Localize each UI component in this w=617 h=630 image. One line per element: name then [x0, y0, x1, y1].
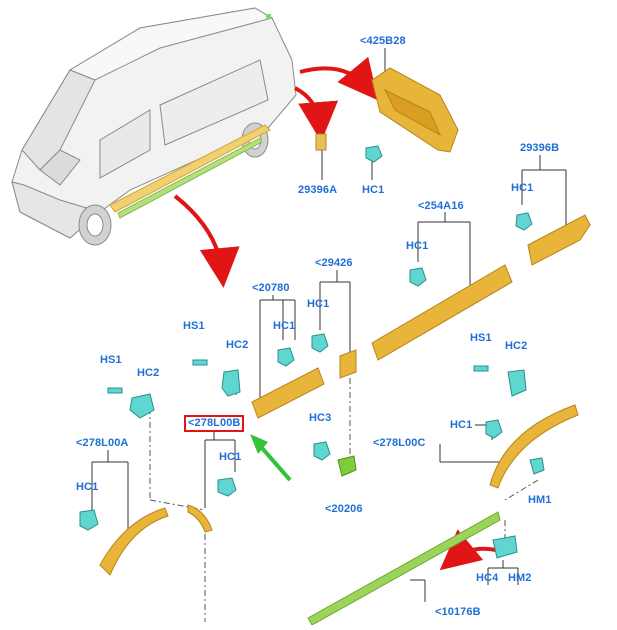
screw-icon — [192, 359, 208, 366]
moulding-parts — [99, 67, 591, 576]
screw-icon — [473, 365, 489, 372]
part-label-hc1-mid-a[interactable]: HC1 — [406, 240, 429, 252]
screw-icons — [107, 359, 489, 394]
red-callout-arrows — [173, 56, 497, 571]
bracket-29396a — [315, 133, 327, 151]
clip-icon — [313, 441, 331, 461]
part-label-hc1-278c[interactable]: HC1 — [450, 419, 473, 431]
part-label-hc3[interactable]: HC3 — [309, 412, 332, 424]
clip-icon — [529, 457, 545, 475]
part-label-425b28[interactable]: <425B28 — [360, 35, 406, 47]
part-label-hs1-right[interactable]: HS1 — [470, 332, 492, 344]
part-label-278l00b-highlighted[interactable]: <278L00B — [183, 415, 245, 432]
part-label-hc1-278a[interactable]: HC1 — [76, 481, 99, 493]
front-side-moulding — [251, 367, 325, 419]
part-label-278l00a[interactable]: <278L00A — [76, 437, 129, 449]
van-illustration — [11, 7, 297, 246]
clip-icon — [485, 419, 503, 439]
part-label-hc1-top[interactable]: HC1 — [362, 184, 385, 196]
clip-icon — [507, 369, 527, 397]
clip-icons — [79, 145, 545, 559]
green-pointer-arrow — [250, 434, 292, 482]
part-label-29426[interactable]: <29426 — [315, 257, 353, 269]
part-label-29396a[interactable]: 29396A — [298, 184, 338, 196]
part-label-20780[interactable]: <20780 — [252, 282, 290, 294]
clip-icon — [217, 477, 237, 497]
part-label-hc2-right[interactable]: HC2 — [505, 340, 528, 352]
clip-icon — [129, 393, 155, 419]
part-label-hs1-far[interactable]: HS1 — [100, 354, 122, 366]
wheel-arch-278l00a — [99, 507, 169, 576]
rear-side-moulding — [527, 214, 591, 266]
part-label-278l00c[interactable]: <278L00C — [373, 437, 426, 449]
wheel-arch-278l00c — [489, 404, 579, 489]
clip-icon — [79, 509, 99, 531]
clip-icon — [492, 535, 518, 559]
part-label-10176b[interactable]: <10176B — [435, 606, 481, 618]
clip-icon — [365, 145, 383, 163]
clip-icon — [311, 333, 329, 353]
clip-icon — [221, 369, 241, 397]
sill-moulding-10176b — [307, 511, 501, 626]
part-label-hc1-278b[interactable]: HC1 — [219, 451, 242, 463]
part-label-hc1-right-top[interactable]: HC1 — [511, 182, 534, 194]
screw-icon — [107, 387, 123, 394]
part-label-hc1-mid-b[interactable]: HC1 — [307, 298, 330, 310]
part-label-254a16[interactable]: <254A16 — [418, 200, 464, 212]
leader-lines — [91, 48, 567, 602]
part-label-hm1[interactable]: HM1 — [528, 494, 552, 506]
center-side-moulding — [371, 264, 513, 361]
part-label-hs1-left[interactable]: HS1 — [183, 320, 205, 332]
wheel-arch-278l00b — [187, 504, 213, 533]
part-label-hc1-left-mid[interactable]: HC1 — [273, 320, 296, 332]
part-label-hc2-left[interactable]: HC2 — [226, 339, 249, 351]
small-moulding-29426 — [339, 349, 357, 379]
clip-icon — [409, 267, 427, 287]
part-label-29396b[interactable]: 29396B — [520, 142, 560, 154]
clip-icon — [515, 212, 533, 231]
part-label-hc2-far[interactable]: HC2 — [137, 367, 160, 379]
part-label-20206[interactable]: <20206 — [325, 503, 363, 515]
part-label-hm2[interactable]: HM2 — [508, 572, 532, 584]
clip-icon — [277, 347, 295, 367]
part-label-hc4[interactable]: HC4 — [476, 572, 499, 584]
clip-icon — [337, 455, 357, 477]
